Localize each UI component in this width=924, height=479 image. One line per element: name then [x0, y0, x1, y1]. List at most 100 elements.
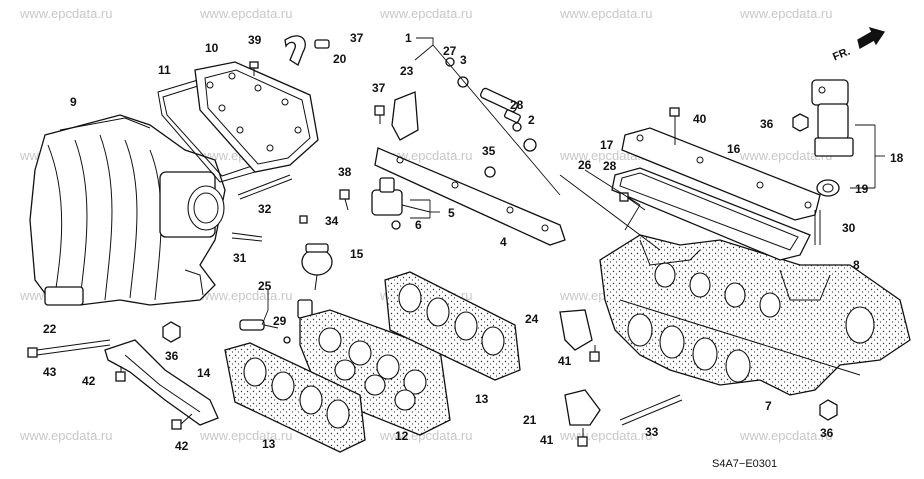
callout-42b: 42 [175, 439, 189, 453]
callout-40: 40 [693, 112, 707, 126]
callout-1: 1 [405, 31, 412, 45]
nut-36-left[interactable] [162, 321, 181, 343]
sensor-25[interactable] [239, 319, 279, 331]
watermark-text-2: www.epcdata.ru [379, 6, 473, 21]
callout-29: 29 [273, 314, 287, 328]
callout-16: 16 [727, 142, 741, 156]
washer-29[interactable] [283, 336, 291, 344]
cover-gasket-17[interactable] [611, 167, 811, 261]
intake-manifold[interactable] [29, 114, 226, 306]
intake-manifold-lower[interactable] [599, 234, 911, 396]
callout-10: 10 [205, 41, 219, 55]
bolt-41-lower[interactable] [577, 428, 588, 447]
callout-43: 43 [43, 365, 57, 379]
seal-28[interactable] [512, 122, 522, 132]
watermark-text-0: www.epcdata.ru [19, 6, 113, 21]
watermark-text-9: www.epcdata.ru [739, 148, 833, 163]
callout-3: 3 [460, 53, 467, 67]
stud-bolt-32[interactable] [237, 174, 293, 200]
watermark-text-3: www.epcdata.ru [559, 6, 653, 21]
bolt-39[interactable] [249, 61, 259, 76]
callout-23: 23 [400, 64, 414, 78]
callout-27: 27 [443, 44, 457, 58]
callout-24: 24 [525, 312, 539, 326]
bolt-42-upper[interactable] [115, 366, 126, 382]
callout-41a: 41 [558, 354, 572, 368]
callout-6: 6 [415, 218, 422, 232]
fuel-pipe-4[interactable] [374, 147, 566, 246]
callout-36b: 36 [820, 426, 834, 440]
manifold-cover[interactable] [194, 61, 319, 173]
callout-5: 5 [448, 206, 455, 220]
watermark-text-4: www.epcdata.ru [739, 6, 833, 21]
callout-39: 39 [248, 33, 262, 47]
callout-36c: 36 [760, 117, 774, 131]
callout-31: 31 [233, 251, 247, 265]
callout-7: 7 [765, 399, 772, 413]
o-ring-3[interactable] [457, 76, 469, 88]
cushion-ring-2[interactable] [523, 138, 537, 152]
nut-36-top[interactable] [792, 113, 809, 132]
watermark-text-19: www.epcdata.ru [739, 428, 833, 443]
callout-34: 34 [325, 214, 339, 228]
watermark-text-16: www.epcdata.ru [199, 428, 293, 443]
callout-20: 20 [333, 52, 347, 66]
stud-30[interactable] [814, 210, 821, 245]
gasket-13-right[interactable] [384, 271, 521, 381]
callout-15: 15 [350, 247, 364, 261]
callout-30: 30 [842, 221, 856, 235]
bolt-38[interactable] [339, 189, 350, 211]
callout-37a: 37 [372, 81, 386, 95]
valve-15[interactable] [301, 243, 333, 291]
egr-valve-18[interactable] [811, 79, 854, 157]
callout-9: 9 [70, 95, 77, 109]
callout-28a: 28 [510, 98, 524, 112]
callout-42a: 42 [82, 374, 96, 388]
callout-labels: 1 2 3 4 5 6 7 8 9 10 11 12 13 13 14 15 1… [43, 31, 904, 453]
nut-35[interactable] [484, 166, 496, 178]
bolt-40[interactable] [669, 107, 680, 145]
watermark-text-15: www.epcdata.ru [19, 428, 113, 443]
nut-36-right[interactable] [819, 399, 838, 421]
callout-2: 2 [528, 113, 535, 127]
front-arrow-icon [857, 26, 886, 49]
callout-11: 11 [158, 63, 171, 77]
callout-18: 18 [890, 151, 904, 165]
callout-13b: 13 [262, 437, 276, 451]
diagram-code: S4A7−E0301 [712, 458, 777, 470]
callout-41b: 41 [540, 433, 554, 447]
callout-26: 26 [578, 158, 592, 172]
bracket-21[interactable] [564, 389, 601, 426]
callout-22: 22 [43, 322, 57, 336]
washer-27[interactable] [445, 57, 455, 67]
stud-bolt-31[interactable] [231, 232, 263, 242]
hose-20[interactable] [284, 35, 330, 66]
bracket-14[interactable] [104, 339, 219, 426]
callout-21: 21 [523, 413, 537, 427]
bolt-43[interactable] [27, 339, 111, 358]
bolt-34[interactable] [299, 215, 308, 224]
gasket-19[interactable] [816, 179, 840, 197]
callout-32: 32 [258, 202, 272, 216]
callout-14: 14 [197, 366, 211, 380]
watermark-text-18: www.epcdata.ru [559, 428, 653, 443]
bracket-23[interactable] [391, 91, 419, 141]
callout-33: 33 [645, 425, 659, 439]
pressure-regulator[interactable] [371, 177, 431, 230]
callout-12: 12 [395, 429, 409, 443]
injector[interactable] [480, 87, 521, 123]
callout-13a: 13 [475, 392, 489, 406]
leader-lines [261, 37, 885, 326]
callout-19: 19 [855, 182, 869, 196]
watermark-text-17: www.epcdata.ru [379, 428, 473, 443]
bolt-42-lower[interactable] [171, 413, 193, 430]
stud-33[interactable] [619, 394, 683, 426]
bracket-24[interactable] [559, 309, 593, 351]
watermark-text-11: www.epcdata.ru [199, 288, 293, 303]
bolt-37[interactable] [374, 105, 385, 124]
gasket-13-left[interactable] [224, 342, 366, 453]
callout-35: 35 [482, 144, 496, 158]
bolt-41-upper[interactable] [589, 345, 600, 362]
